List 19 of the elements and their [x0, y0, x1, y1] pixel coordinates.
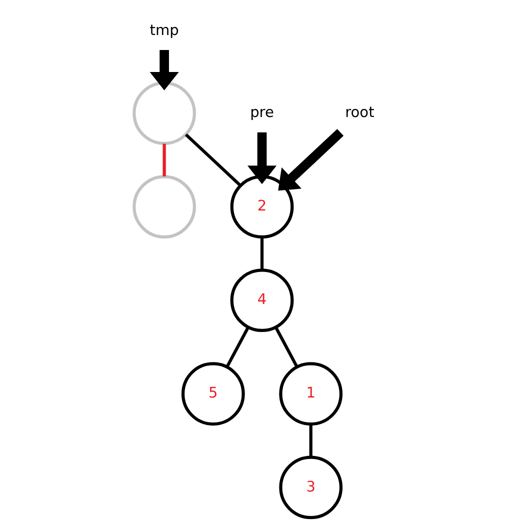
connector — [274, 326, 298, 368]
connector — [184, 133, 242, 187]
connector — [309, 424, 312, 457]
arrow — [150, 50, 179, 90]
node-circle: 1 — [279, 362, 343, 426]
node-circle: 5 — [181, 362, 245, 426]
node-circle: 3 — [279, 456, 343, 520]
connector — [226, 326, 250, 368]
connector — [162, 144, 166, 176]
node-text: tmp — [150, 22, 179, 39]
arrow — [247, 132, 277, 184]
node-circle — [132, 175, 196, 238]
arrow — [278, 128, 344, 191]
node-circle: 2 — [230, 175, 294, 238]
connector — [260, 237, 264, 270]
node-circle — [132, 82, 196, 145]
node-text: root — [345, 104, 374, 122]
node-text: pre — [250, 104, 274, 122]
node-circle: 4 — [230, 268, 294, 332]
